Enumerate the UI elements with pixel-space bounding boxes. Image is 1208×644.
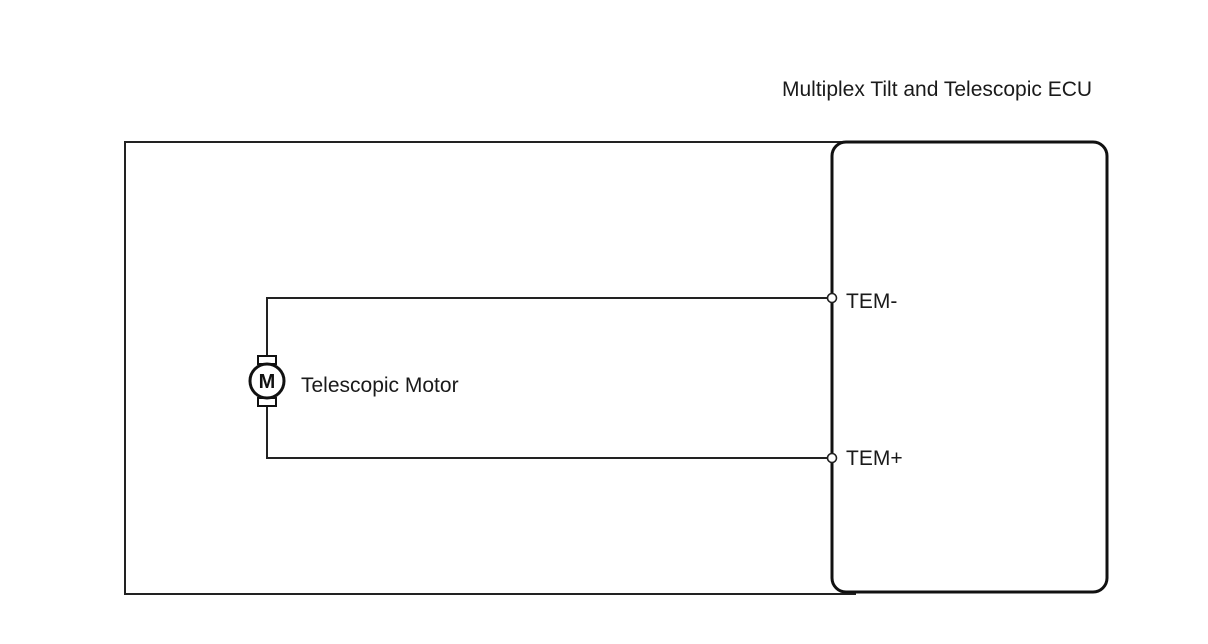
wire-tem-minus — [266, 297, 832, 356]
motor-icon: M — [248, 355, 286, 407]
ecu-box — [830, 140, 1109, 594]
terminal-tem-plus-label: TEM+ — [846, 447, 903, 470]
motor-symbol: M — [259, 371, 276, 393]
motor-label: Telescopic Motor — [301, 374, 459, 397]
terminal-tem-minus-label: TEM- — [846, 290, 897, 313]
ecu-label: Multiplex Tilt and Telescopic ECU — [782, 78, 1092, 101]
terminal-tem-plus-point — [826, 452, 838, 464]
terminal-tem-minus-point — [826, 292, 838, 304]
wire-tem-plus — [266, 405, 832, 459]
outer-enclosure — [124, 141, 856, 595]
